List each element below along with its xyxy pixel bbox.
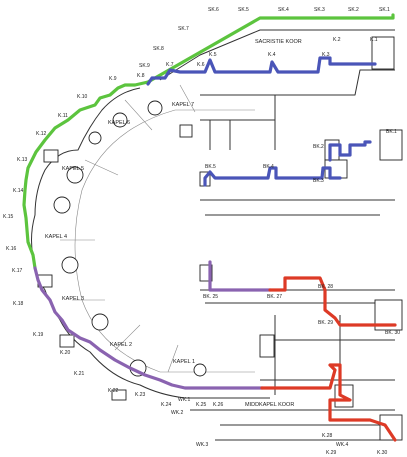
room-kapel-7: KAPEL 7	[172, 102, 194, 108]
point-labels: SK.6 SK.5 SK.4 SK.3 SK.2 SK.1 SK.7 SK.8 …	[3, 7, 400, 456]
label-k28: K.28	[322, 433, 333, 439]
route-red	[260, 276, 397, 442]
label-sk1: SK.1	[379, 7, 390, 13]
route-purple	[33, 260, 272, 390]
label-k9: K.9	[109, 76, 117, 82]
room-kapel-3: KAPEL 3	[62, 296, 84, 302]
label-k17: K.17	[12, 268, 23, 274]
label-sk4: SK.4	[278, 7, 289, 13]
label-k14: K.14	[13, 188, 24, 194]
room-kapel-6: KAPEL 6	[108, 120, 130, 126]
room-kapel-5: KAPEL 5	[62, 166, 84, 172]
label-wk1: WK.1	[178, 397, 190, 403]
label-sk8: SK.8	[153, 46, 164, 52]
label-sk3: SK.3	[314, 7, 325, 13]
room-sacristie-koor: SACRISTIE KOOR	[255, 39, 302, 45]
label-bk3: BK.3	[313, 178, 324, 184]
label-k21: K.21	[74, 371, 85, 377]
label-k16: K.16	[6, 246, 17, 252]
room-middenkapel-koor: MIDDKAPEL KOOR	[245, 402, 294, 408]
label-k22: K.22	[108, 388, 119, 394]
label-k26: K.26	[213, 402, 224, 408]
label-k7: K.7	[166, 62, 174, 68]
label-k1: K.1	[370, 37, 378, 43]
label-bk27: BK. 27	[267, 294, 282, 300]
label-k5: K.5	[209, 52, 217, 58]
label-k2: K.2	[333, 37, 341, 43]
room-kapel-1: KAPEL 1	[173, 359, 195, 365]
label-sk7: SK.7	[178, 26, 189, 32]
label-sk2: SK.2	[348, 7, 359, 13]
label-sk9: SK.9	[139, 63, 150, 69]
label-bk29: BK. 29	[318, 320, 333, 326]
label-k4: K.4	[268, 52, 276, 58]
label-k18: K.18	[13, 301, 24, 307]
label-k25: K.25	[196, 402, 207, 408]
label-k23: K.23	[135, 392, 146, 398]
label-bk1: BK.1	[386, 129, 397, 135]
label-k30: K.30	[377, 450, 388, 456]
label-k12: K.12	[36, 131, 47, 137]
label-k15: K.15	[3, 214, 14, 220]
label-k8: K.8	[137, 73, 145, 79]
label-wk4: WK.4	[336, 442, 348, 448]
chapel-walls	[31, 29, 395, 441]
label-bk30: BK. 30	[385, 330, 400, 336]
wall-hatching	[37, 36, 403, 441]
label-k20: K.20	[60, 350, 71, 356]
label-sk6: SK.6	[208, 7, 219, 13]
label-k29: K.29	[326, 450, 337, 456]
label-bk25: BK. 25	[203, 294, 218, 300]
label-k19: K.19	[33, 332, 44, 338]
label-k3: K.3	[322, 52, 330, 58]
nave-outline	[60, 84, 255, 373]
label-wk2: WK.2	[171, 410, 183, 416]
label-bk2: BK.2	[313, 144, 324, 150]
label-k13: K.13	[17, 157, 28, 163]
label-k10: K.10	[77, 94, 88, 100]
room-labels: SACRISTIE KOOR KAPEL 7 KAPEL 6 KAPEL 5 K…	[45, 39, 302, 408]
label-k11: K.11	[58, 113, 68, 119]
label-k6: K.6	[197, 62, 205, 68]
room-kapel-2: KAPEL 2	[110, 342, 132, 348]
room-kapel-4: KAPEL 4	[45, 234, 67, 240]
label-k24: K.24	[161, 402, 172, 408]
label-bk4: BK.4	[263, 164, 274, 170]
label-wk3: WK.3	[196, 442, 208, 448]
label-bk5: BK.5	[205, 164, 216, 170]
label-bk28: BK. 28	[318, 284, 333, 290]
route-blue	[146, 56, 377, 187]
route-green	[22, 13, 395, 270]
label-sk5: SK.5	[238, 7, 249, 13]
